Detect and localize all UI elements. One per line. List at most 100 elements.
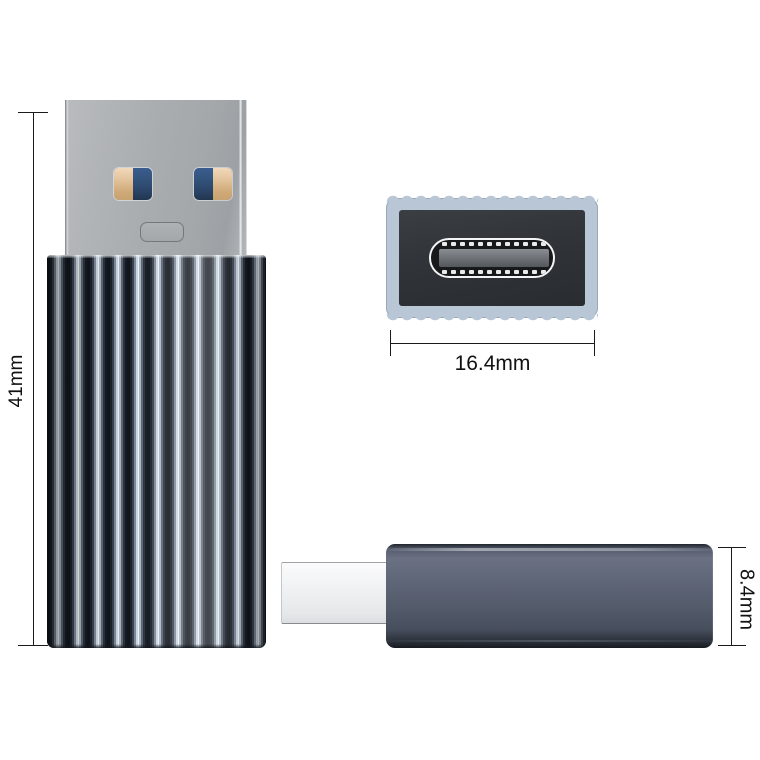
rib: [250, 255, 252, 648]
rib: [50, 255, 52, 648]
usb-c-pin: [460, 270, 465, 274]
rib: [257, 255, 260, 648]
usb-c-pin: [541, 242, 546, 246]
usb-c-tongue: [439, 242, 549, 274]
rib: [130, 255, 132, 648]
rib: [52, 255, 55, 648]
rib: [79, 255, 81, 648]
rib: [159, 255, 161, 648]
usb-c-pin: [496, 242, 501, 246]
rib: [107, 255, 110, 648]
rib: [145, 255, 147, 648]
rib: [60, 255, 63, 648]
rib: [140, 255, 143, 648]
rib: [100, 255, 103, 648]
usb-a-front-view: [47, 100, 266, 650]
usb-c-pin: [442, 242, 447, 246]
rib: [174, 255, 177, 648]
frame-scallop-top: [386, 195, 598, 202]
body-highlight-top: [388, 548, 711, 551]
rib: [236, 255, 238, 648]
rib: [157, 255, 160, 648]
rib: [125, 255, 127, 648]
adapter-side-view: [281, 544, 713, 648]
rib: [177, 255, 180, 648]
rib: [119, 255, 121, 648]
rib: [199, 255, 201, 648]
rib: [194, 255, 197, 648]
usb-c-pin: [532, 242, 537, 246]
usb-c-pin: [451, 270, 456, 274]
adapter-body-side: [386, 544, 713, 648]
usb-a-contact-slot-right: [194, 168, 232, 200]
rib: [260, 255, 263, 648]
rib: [122, 255, 125, 648]
rib: [232, 255, 235, 648]
rib: [142, 255, 145, 648]
rib: [97, 255, 100, 648]
rib: [150, 255, 152, 648]
rib: [242, 255, 245, 648]
usb-c-pin: [532, 270, 537, 274]
rib: [85, 255, 87, 648]
usb-c-pin: [505, 242, 510, 246]
usb-a-contact-slot-left: [114, 168, 152, 200]
body-top-edge: [47, 255, 266, 258]
rib: [94, 255, 97, 648]
rib: [154, 255, 157, 648]
rib: [96, 255, 98, 648]
rib: [176, 255, 178, 648]
rib: [117, 255, 120, 648]
usb-c-pin: [523, 242, 528, 246]
rib: [200, 255, 203, 648]
rib: [212, 255, 215, 648]
rib: [172, 255, 175, 648]
usb-c-pin: [514, 270, 519, 274]
rib: [90, 255, 92, 648]
usb-c-pin-row-bottom: [442, 270, 546, 274]
rib: [147, 255, 150, 648]
usb-c-pin: [487, 270, 492, 274]
dimension-length-label: 41mm: [6, 354, 27, 408]
rib: [82, 255, 85, 648]
rib: [179, 255, 181, 648]
adapter-ribbed-body: [47, 255, 266, 648]
rib: [102, 255, 105, 648]
rib: [170, 255, 172, 648]
rib: [225, 255, 227, 648]
rib: [77, 255, 80, 648]
rib: [87, 255, 90, 648]
usb-c-pin: [469, 270, 474, 274]
rib: [54, 255, 57, 648]
frame-scallop-bottom: [386, 314, 598, 321]
contact-blue: [194, 168, 213, 200]
rib: [72, 255, 75, 648]
usb-c-pin: [541, 270, 546, 274]
usb-c-pin: [469, 242, 474, 246]
rib: [219, 255, 221, 648]
rib: [65, 255, 67, 648]
rib: [190, 255, 192, 648]
usb-c-pin: [496, 270, 501, 274]
rib: [127, 255, 130, 648]
rib: [76, 255, 78, 648]
usb-c-housing: [399, 210, 585, 306]
rib: [116, 255, 118, 648]
rib: [220, 255, 223, 648]
rib: [152, 255, 155, 648]
rib: [205, 255, 207, 648]
usb-c-outer-frame: [386, 195, 598, 321]
dimension-length-line: [33, 112, 34, 645]
rib: [167, 255, 170, 648]
dimension-width-label: 16.4mm: [454, 352, 531, 375]
dimension-thickness-label: 8.4mm: [735, 568, 758, 631]
rib: [196, 255, 198, 648]
rib: [234, 255, 237, 648]
rib: [245, 255, 247, 648]
rib: [136, 255, 138, 648]
rib: [156, 255, 158, 648]
usb-c-port-end-view: [386, 195, 598, 321]
usb-c-pin: [451, 242, 456, 246]
dimension-length-tick-bottom: [18, 645, 48, 646]
rib: [197, 255, 200, 648]
